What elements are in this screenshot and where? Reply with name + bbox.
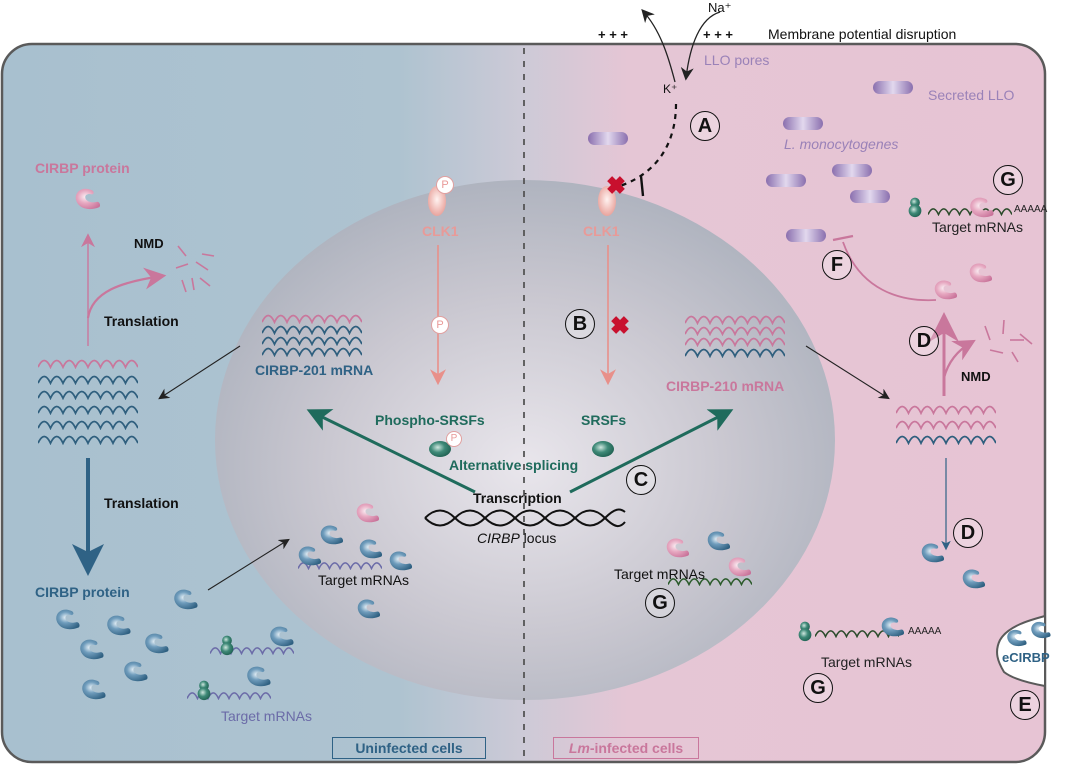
charges-right: + + +: [703, 27, 733, 42]
protein-import-arrow: [207, 538, 290, 591]
left-translation-bottom-label: Translation: [104, 495, 179, 511]
step-marker-c: C: [626, 465, 656, 495]
phospho-srsfs-label: Phospho-SRSFs: [375, 412, 485, 428]
step-marker-a: A: [690, 111, 720, 141]
na-ion-label: Na⁺: [708, 0, 732, 15]
block-x-clk1: [607, 176, 625, 194]
cirbp-201-mrna-label: CIRBP-201 mRNA: [255, 362, 374, 378]
left-nmd-fragments: [175, 245, 215, 293]
step-marker-b: B: [565, 309, 595, 339]
export-arrow-left: [158, 345, 241, 400]
cirbp-locus-label: CIRBP locus: [477, 530, 556, 546]
step-marker-g-top: G: [993, 165, 1023, 195]
membrane-disruption-label: Membrane potential disruption: [768, 26, 957, 42]
export-arrow-right: [805, 345, 890, 400]
polya-bottom-label: AAAAA: [908, 626, 942, 637]
phospho-badge-clk1: P: [436, 176, 454, 194]
phospho-badge-srsf: P: [446, 431, 462, 447]
clk1-left-label: CLK1: [422, 223, 459, 239]
phospho-srsf-protein: [429, 441, 451, 457]
left-cirbp-protein-bottom-label: CIRBP protein: [35, 584, 130, 600]
step-marker-d-top: D: [909, 326, 939, 356]
right-nmd-arrow: [942, 339, 976, 379]
na-influx-arrow: [680, 11, 721, 81]
locus-suffix: locus: [519, 530, 557, 546]
inhibition-bar: [639, 175, 645, 197]
nucleus-target-mrnas-left: Target mRNAs: [318, 572, 410, 588]
polya-top-label: AAAAA: [1014, 204, 1048, 215]
right-nmd-fragments: [984, 319, 1033, 363]
right-nmd-label: NMD: [961, 369, 991, 384]
charges-left: + + +: [598, 27, 628, 42]
clk1-inhibition-line: [619, 103, 678, 188]
uninfected-cells-legend: Uninfected cells: [332, 737, 486, 759]
k-efflux-arrow: [641, 9, 676, 83]
step-marker-e: E: [1010, 690, 1040, 720]
phospho-badge-path: P: [431, 316, 449, 334]
right-target-mrnas-top-label: Target mRNAs: [932, 219, 1024, 235]
step-marker-g-nucleus: G: [645, 588, 675, 618]
left-cirbp-protein-top-label: CIRBP protein: [35, 160, 130, 176]
clk1-right-label: CLK1: [583, 223, 620, 239]
nucleus-target-mrnas-right: Target mRNAs: [614, 566, 706, 582]
k-ion-label: K⁺: [663, 82, 678, 96]
secreted-llo-label: Secreted LLO: [928, 87, 1015, 103]
splicing-arrow-201: [306, 409, 476, 494]
nucleus: [215, 180, 835, 700]
infected-cells-legend: Lm-infected cells: [553, 737, 699, 759]
step-marker-g-bottom: G: [803, 673, 833, 703]
locus-gene-name: CIRBP: [477, 530, 520, 546]
ecirbp-label: eCIRBP: [1002, 650, 1050, 665]
left-target-mrnas-label: Target mRNAs: [221, 708, 313, 724]
transcription-label: Transcription: [473, 490, 562, 506]
infected-legend-rest: -infected cells: [589, 740, 684, 756]
left-nmd-label: NMD: [134, 236, 164, 251]
right-target-mrnas-bottom-label: Target mRNAs: [821, 654, 913, 670]
left-nmd-arrow: [86, 267, 167, 319]
clk1-right-protein: [598, 186, 616, 216]
bacteria-label: L. monocytogenes: [784, 136, 899, 152]
listeria-bacteria: [588, 81, 913, 242]
cirbp-locus-dna: [424, 508, 626, 528]
step-marker-d-bottom: D: [953, 518, 983, 548]
cirbp-210-mrna-label: CIRBP-210 mRNA: [666, 378, 785, 394]
splicing-arrow-210: [569, 409, 734, 494]
srsf-protein: [592, 441, 614, 457]
alternative-splicing-label: Alternative splicing: [449, 457, 579, 473]
srsfs-label: SRSFs: [581, 412, 627, 428]
step-marker-f: F: [822, 250, 852, 280]
infected-legend-italic: Lm: [568, 740, 590, 756]
llo-pores-label: LLO pores: [704, 52, 770, 68]
f-inhibition-bar: [832, 234, 854, 242]
block-x-srsf: [611, 316, 629, 334]
left-translation-top-label: Translation: [104, 313, 179, 329]
